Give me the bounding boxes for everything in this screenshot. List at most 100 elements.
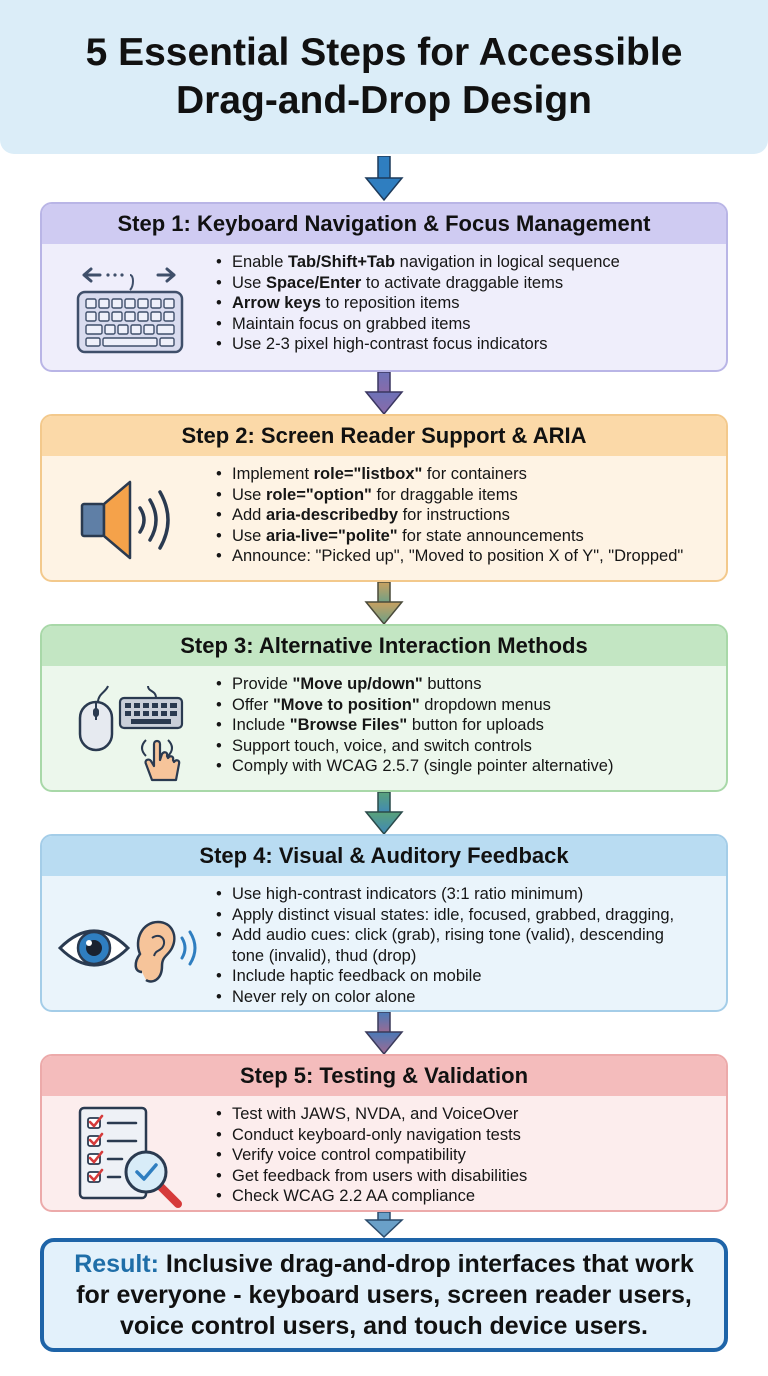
step-2-bullets: Implement role="listbox" for containersU… <box>216 464 683 567</box>
bullet-bold-text: Tab/Shift+Tab <box>287 253 396 271</box>
bullet-item: Get feedback from users with disabilitie… <box>216 1166 527 1187</box>
bullet-pre-text: Verify voice control compatibility <box>232 1146 466 1164</box>
bullet-pre-text: Comply with WCAG 2.5.7 (single pointer a… <box>232 757 614 775</box>
step-5-card: Step 5: Testing & Validation Test with J… <box>40 1054 728 1212</box>
step-1-bullets: Enable Tab/Shift+Tab navigation in logic… <box>216 252 620 355</box>
bullet-item: Support touch, voice, and switch control… <box>216 736 613 757</box>
bullet-pre-text: Never rely on color alone <box>232 987 416 1006</box>
step-4-title: Step 4: Visual & Auditory Feedback <box>42 836 726 876</box>
down-arrow-icon <box>364 372 404 416</box>
bullet-item: Use Space/Enter to activate draggable it… <box>216 273 620 294</box>
bullet-bold-text: Space/Enter <box>265 273 362 292</box>
bullet-post-text: button for uploads <box>407 716 544 734</box>
bullet-pre-text: Use <box>232 526 266 545</box>
bullet-item: Comply with WCAG 2.5.7 (single pointer a… <box>216 756 613 777</box>
bullet-bold-text: aria-describedby <box>265 506 399 524</box>
step-3-card: Step 3: Alternative Interaction Methods … <box>40 624 728 792</box>
bullet-pre-text: Apply distinct visual states: idle, focu… <box>232 905 675 924</box>
bullet-item: Conduct keyboard-only navigation tests <box>216 1125 527 1146</box>
bullet-item: Never rely on color alone <box>216 987 674 1008</box>
bullet-item: Use high-contrast indicators (3:1 ratio … <box>216 884 674 905</box>
bullet-item: Apply distinct visual states: idle, focu… <box>216 905 674 926</box>
bullet-pre-text: Add <box>232 506 266 524</box>
down-arrow-icon <box>364 1012 404 1056</box>
bullet-item: Maintain focus on grabbed items <box>216 314 620 335</box>
bullet-pre-text: Test with JAWS, NVDA, and VoiceOver <box>232 1105 519 1123</box>
bullet-post-text: dropdown menus <box>419 695 551 714</box>
bullet-pre-text: Use <box>232 485 266 504</box>
bullet-pre-text: Use <box>232 273 266 292</box>
bullet-bold-text: "Browse Files" <box>289 716 408 734</box>
bullet-pre-text: Get feedback from users with disabilitie… <box>232 1166 528 1185</box>
bullet-post-text: for draggable items <box>371 485 518 504</box>
bullet-pre-text: Use 2-3 pixel high-contrast focus indica… <box>232 335 548 353</box>
bullet-bold-text: "Move up/down" <box>292 675 423 693</box>
bullet-item: Use 2-3 pixel high-contrast focus indica… <box>216 334 620 355</box>
page-title: 5 Essential Steps for Accessible Drag-an… <box>86 29 683 125</box>
bullet-pre-text: Announce: "Picked up", "Moved to positio… <box>232 547 684 565</box>
mouse-keyboard-touch-icon <box>78 685 184 782</box>
bullet-pre-text: Support touch, voice, and switch control… <box>232 736 532 755</box>
bullet-post-text: for instructions <box>398 506 510 524</box>
bullet-post-text: buttons <box>422 675 482 693</box>
bullet-pre-text: Include <box>232 716 290 734</box>
bullet-bold-text: role="listbox" <box>313 465 423 483</box>
bullet-post-text: for state announcements <box>397 526 584 545</box>
bullet-post-text: navigation in logical sequence <box>395 253 620 271</box>
bullet-item: Enable Tab/Shift+Tab navigation in logic… <box>216 252 620 273</box>
result-label: Result: <box>74 1249 159 1278</box>
step-5-bullets: Test with JAWS, NVDA, and VoiceOverCondu… <box>216 1104 527 1207</box>
step-5-title: Step 5: Testing & Validation <box>42 1056 726 1096</box>
bullet-pre-text: Offer <box>232 695 273 714</box>
title-banner: 5 Essential Steps for Accessible Drag-an… <box>0 0 768 154</box>
result-box: Result: Inclusive drag-and-drop interfac… <box>40 1238 728 1352</box>
bullet-pre-text: Check WCAG 2.2 AA compliance <box>232 1187 476 1205</box>
bullet-item: Use role="option" for draggable items <box>216 485 683 506</box>
bullet-item: tone (invalid), thud (drop) <box>216 946 674 967</box>
down-arrow-icon <box>364 582 404 626</box>
bullet-pre-text: Provide <box>232 675 293 693</box>
eye-ear-icon <box>57 920 197 983</box>
bullet-item: Verify voice control compatibility <box>216 1145 527 1166</box>
bullet-post-text: to activate draggable items <box>361 273 564 292</box>
bullet-bold-text: role="option" <box>265 485 372 504</box>
title-line-1: 5 Essential Steps for Accessible <box>85 31 683 74</box>
down-arrow-icon <box>364 792 404 836</box>
bullet-pre-text: Include haptic feedback on mobile <box>232 967 482 985</box>
step-4-bullets: Use high-contrast indicators (3:1 ratio … <box>216 884 674 1007</box>
bullet-item: Check WCAG 2.2 AA compliance <box>216 1186 527 1207</box>
result-line-3: voice control users, and touch device us… <box>120 1311 648 1340</box>
step-4-card: Step 4: Visual & Auditory Feedback Use h… <box>40 834 728 1012</box>
bullet-post-text: for containers <box>422 465 527 483</box>
bullet-pre-text: Add audio cues: click (grab), rising ton… <box>232 926 664 944</box>
bullet-item: Arrow keys to reposition items <box>216 293 620 314</box>
down-arrow-icon <box>364 1212 404 1238</box>
bullet-bold-text: Arrow keys <box>232 294 321 312</box>
step-2-title: Step 2: Screen Reader Support & ARIA <box>42 416 726 456</box>
step-3-title: Step 3: Alternative Interaction Methods <box>42 626 726 666</box>
speaker-icon <box>80 480 170 560</box>
bullet-pre-text: Enable <box>232 253 288 271</box>
checklist-magnifier-icon <box>78 1106 182 1208</box>
result-line-1: Inclusive drag-and-drop interfaces that … <box>158 1249 694 1278</box>
bullet-continuation: tone (invalid), thud (drop) <box>232 946 417 965</box>
result-line-2: for everyone - keyboard users, screen re… <box>76 1280 692 1309</box>
bullet-item: Include haptic feedback on mobile <box>216 966 674 987</box>
bullet-item: Use aria-live="polite" for state announc… <box>216 526 683 547</box>
bullet-pre-text: Maintain focus on grabbed items <box>232 314 471 333</box>
bullet-item: Include "Browse Files" button for upload… <box>216 715 613 736</box>
bullet-pre-text: Use high-contrast indicators (3:1 ratio … <box>232 885 584 903</box>
bullet-item: Add audio cues: click (grab), rising ton… <box>216 925 674 946</box>
bullet-item: Test with JAWS, NVDA, and VoiceOver <box>216 1104 527 1125</box>
bullet-pre-text: Implement <box>232 465 314 483</box>
step-3-bullets: Provide "Move up/down" buttonsOffer "Mov… <box>216 674 613 777</box>
bullet-bold-text: "Move to position" <box>272 695 420 714</box>
result-text: Result: Inclusive drag-and-drop interfac… <box>74 1249 694 1342</box>
step-2-card: Step 2: Screen Reader Support & ARIA Imp… <box>40 414 728 582</box>
step-1-card: Step 1: Keyboard Navigation & Focus Mana… <box>40 202 728 372</box>
step-1-title: Step 1: Keyboard Navigation & Focus Mana… <box>42 204 726 244</box>
bullet-pre-text: Conduct keyboard-only navigation tests <box>232 1125 521 1144</box>
title-line-2: Drag-and-Drop Design <box>175 79 592 122</box>
bullet-item: Offer "Move to position" dropdown menus <box>216 695 613 716</box>
bullet-item: Provide "Move up/down" buttons <box>216 674 613 695</box>
